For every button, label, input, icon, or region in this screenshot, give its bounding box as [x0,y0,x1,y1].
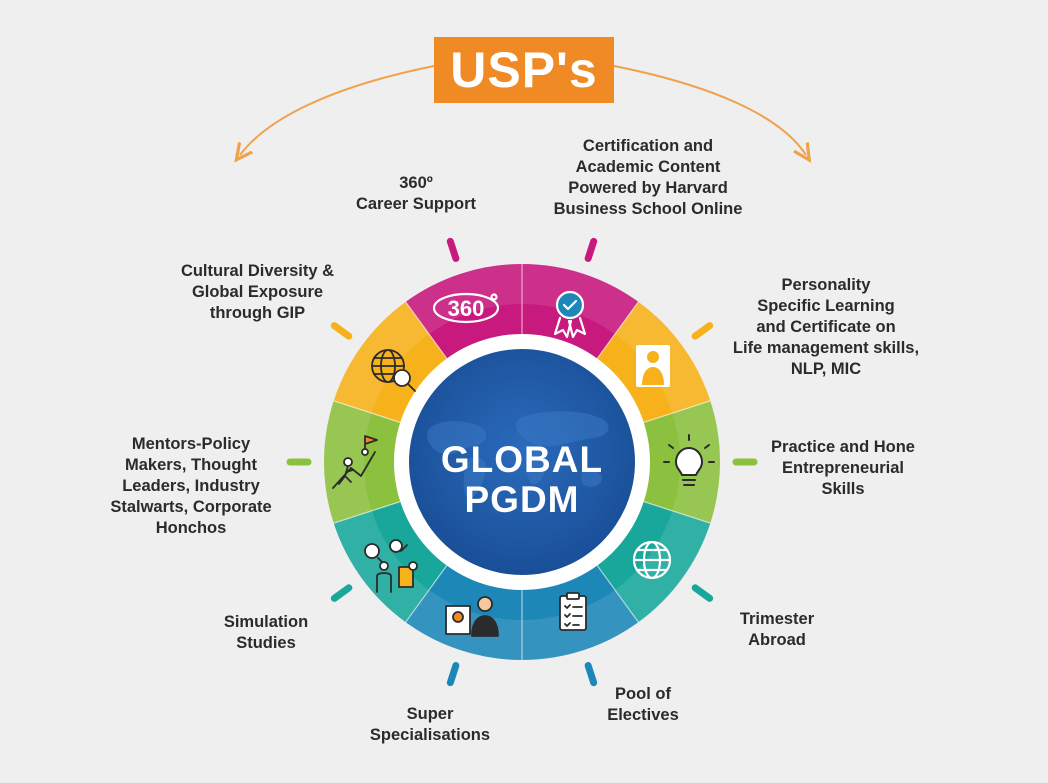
segment-divider [405,301,448,359]
segment-divider [405,565,448,623]
center-title-line2: PGDM [465,479,580,520]
icon-360-text: 360 [448,296,485,321]
connector-tick-5 [691,584,714,602]
center-title-line1: GLOBAL [441,439,603,480]
team-simulation-icon [364,539,418,593]
person-presenter-icon [636,345,670,387]
certificate-ribbon-icon [553,290,587,339]
title-badge: USP's [434,37,614,103]
segment-trimester-abroad-highlight [614,510,711,623]
connector-tick-6 [584,662,598,687]
segment-divider [643,500,711,524]
left-arrow [240,65,435,155]
label-pool-of-electives: Pool of Electives [607,685,679,724]
specialist-certificate-icon [445,596,499,637]
segment-career-support-highlight [405,264,522,335]
label-personality: Personality Specific Learning and Certif… [732,276,920,378]
globe-search-icon [371,349,416,392]
360-rotate-icon: 360 [432,292,500,324]
mountain-climb-icon [332,435,378,489]
connector-tick-1 [446,237,460,262]
center-circle [409,349,635,575]
lightbulb-icon [663,434,715,486]
connector-tick-10 [330,322,353,340]
segment-divider [333,400,401,424]
globe-icon [632,540,672,580]
segment-divider [596,301,639,359]
label-cultural-diversity: Cultural Diversity & Global Exposure thr… [180,262,335,322]
segment-divider [333,500,401,524]
connector-tick-2 [584,237,598,262]
checklist-icon [559,592,587,631]
right-arrow [613,65,806,155]
label-trimester-abroad: Trimester Abroad [739,610,815,649]
label-super-specialisations: Super Specialisations [369,705,491,744]
label-career-support: 360º Career Support [355,174,477,213]
label-simulation-studies: Simulation Studies [223,613,309,652]
segment-divider [643,400,711,424]
segment-divider [596,565,639,623]
connector-tick-3 [691,322,714,340]
world-map-decoration [427,411,609,500]
connector-tick-8 [330,584,353,602]
label-certification: Certification and Academic Content Power… [553,137,743,218]
page-title: USP's [450,42,598,98]
label-entrepreneurial: Practice and Hone Entrepreneurial Skills [771,438,915,498]
label-mentors: Mentors-Policy Makers, Thought Leaders, … [110,435,272,537]
connector-tick-7 [446,662,460,687]
